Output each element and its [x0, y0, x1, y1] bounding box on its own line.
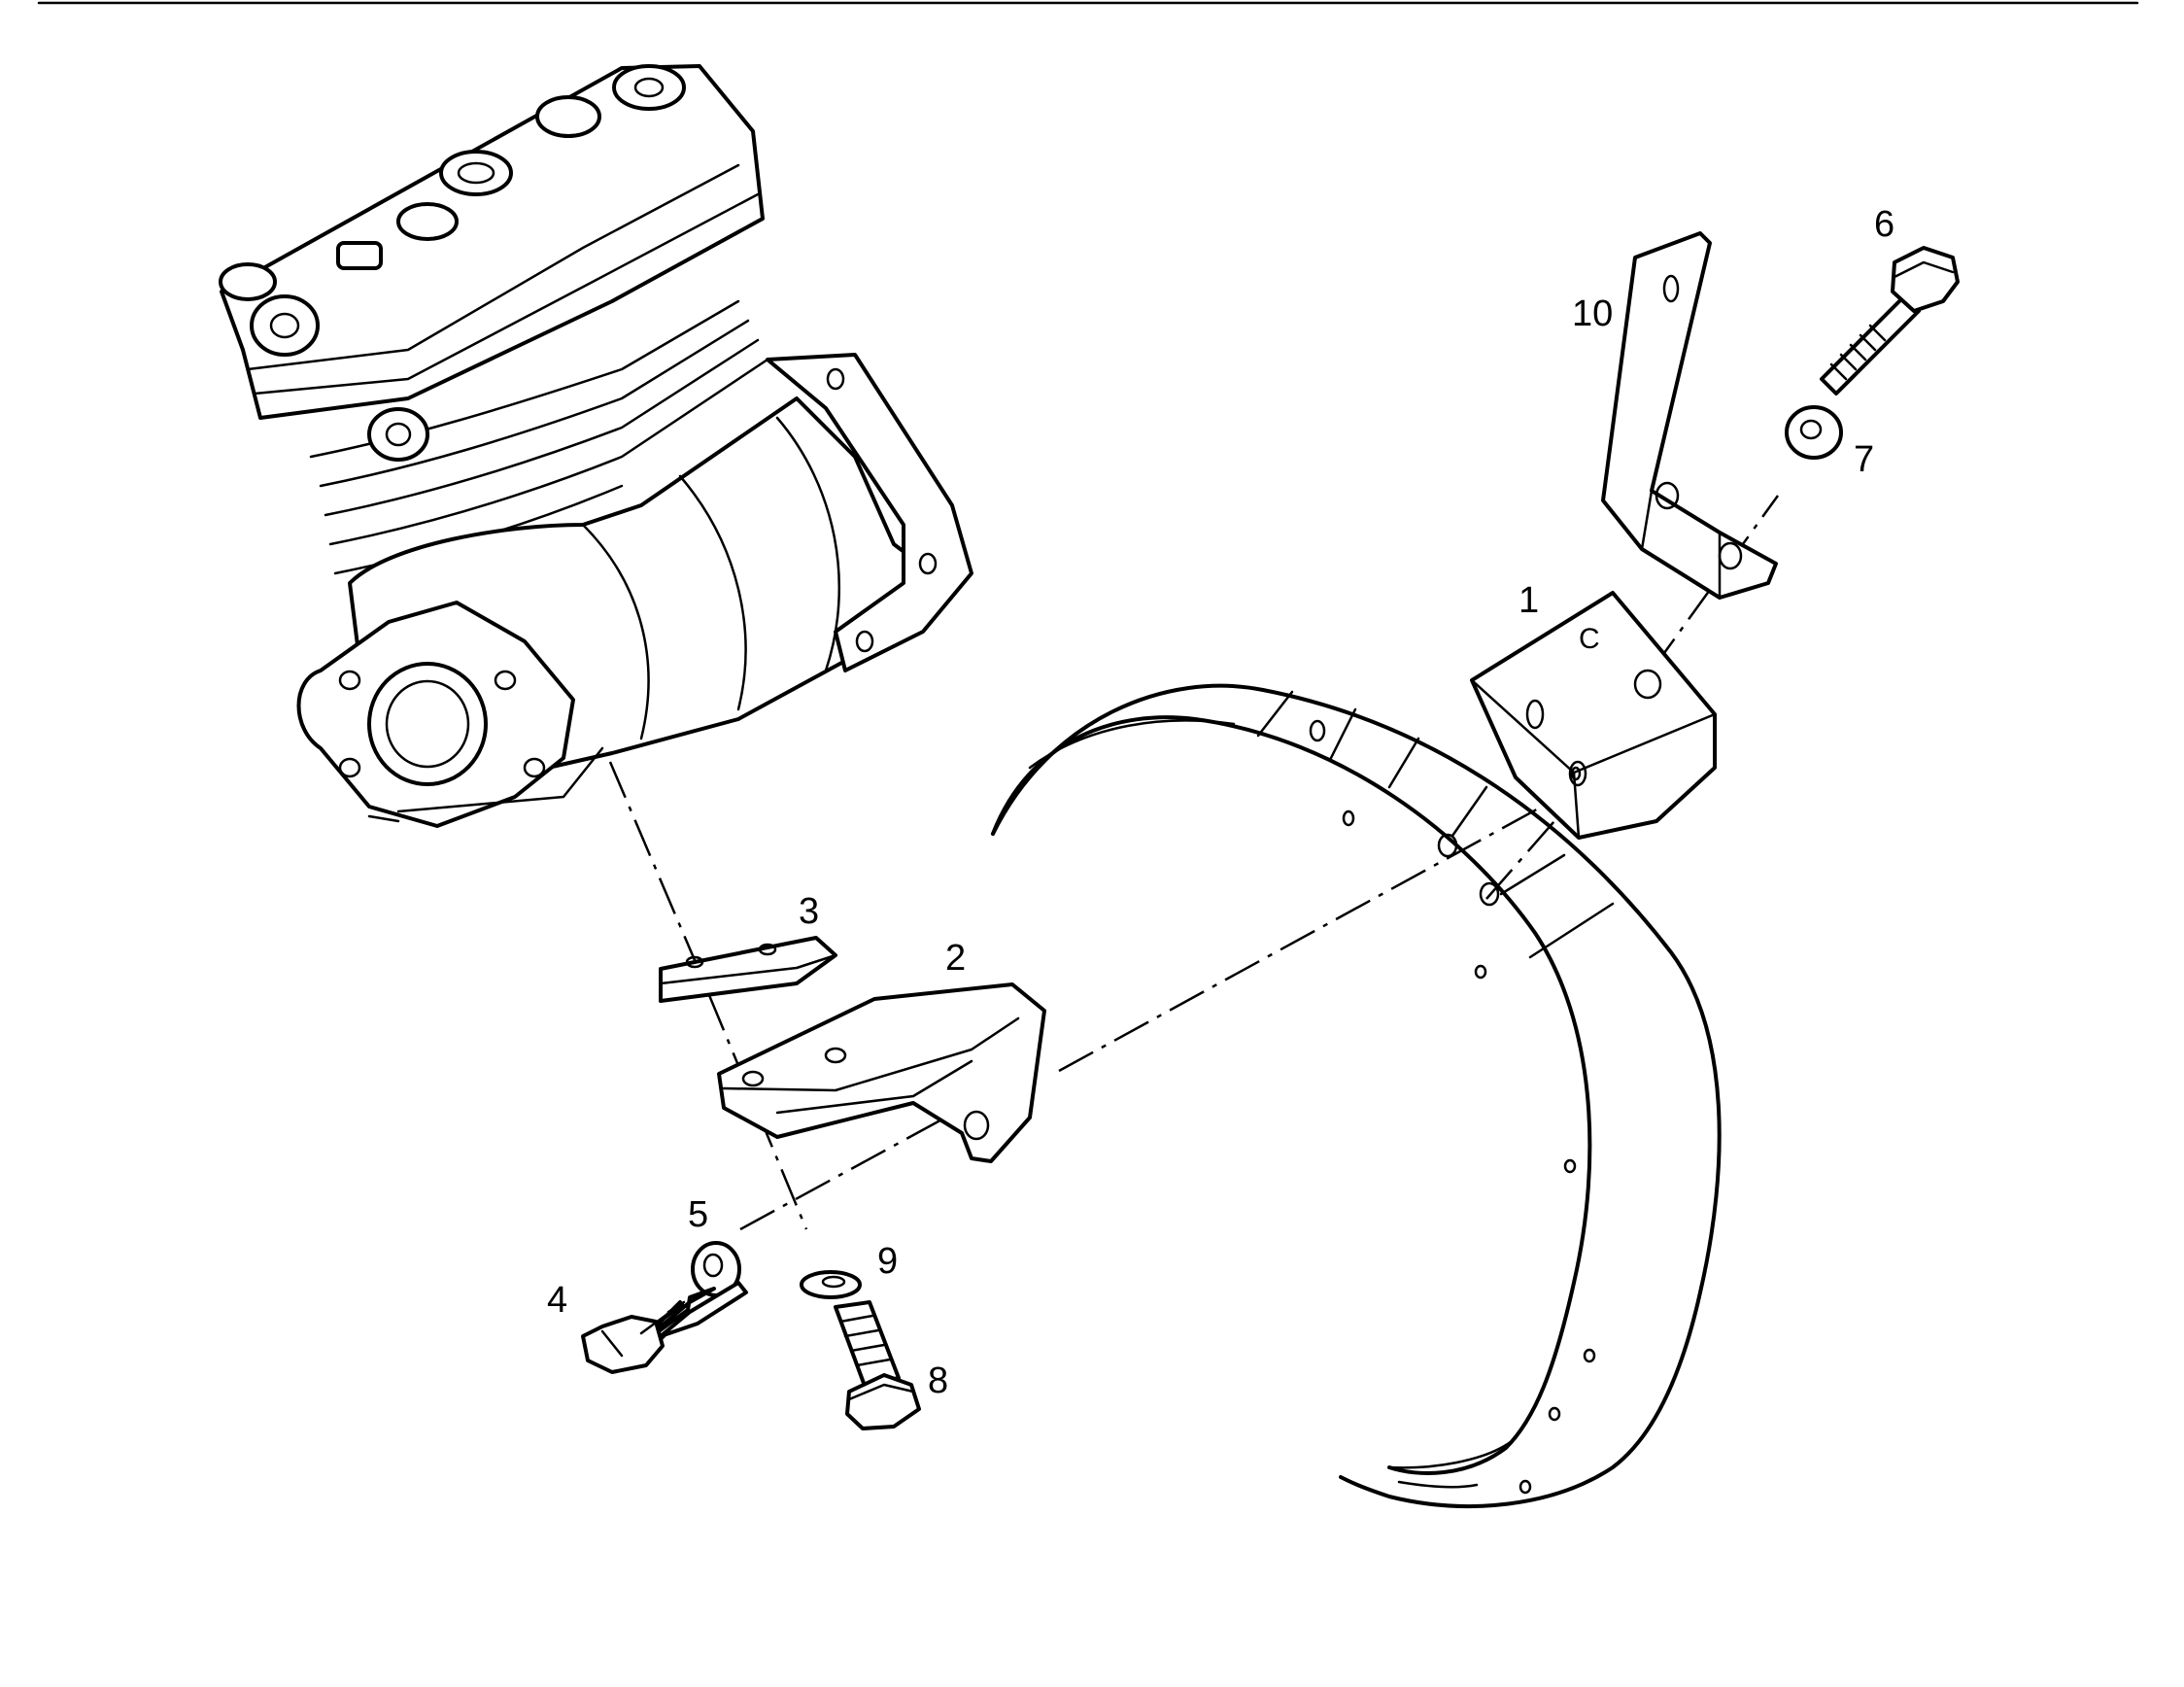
callout-4: 4 [547, 1280, 567, 1321]
air-compressor [219, 64, 973, 828]
callout-7: 7 [1854, 439, 1874, 480]
callout-6: 6 [1874, 204, 1894, 245]
callout-1: 1 [1519, 580, 1539, 621]
callout-9: 9 [877, 1241, 898, 1282]
part-10-angle-bracket [1601, 231, 1778, 600]
part-4-hex-bolt [581, 1281, 748, 1374]
part-1-mounting-block [1470, 591, 1717, 840]
part-2-bracket [717, 982, 1046, 1163]
callout-8: 8 [928, 1360, 948, 1401]
callout-10: 10 [1572, 293, 1613, 334]
part-9-washer [800, 1270, 862, 1299]
part-3-shim-plate [659, 936, 837, 1003]
part-6-hex-bolt [1820, 246, 1960, 396]
callout-3: 3 [799, 891, 819, 932]
flywheel-housing-ring [991, 683, 1722, 1508]
callout-2: 2 [945, 938, 966, 979]
callout-5: 5 [688, 1194, 708, 1235]
part-8-hex-bolt [834, 1300, 921, 1430]
callout-labels: 1 2 3 4 5 6 7 8 9 10 C [547, 204, 1894, 1401]
part-7-washer [1785, 405, 1843, 460]
block-marking-letter: C [1579, 623, 1600, 655]
